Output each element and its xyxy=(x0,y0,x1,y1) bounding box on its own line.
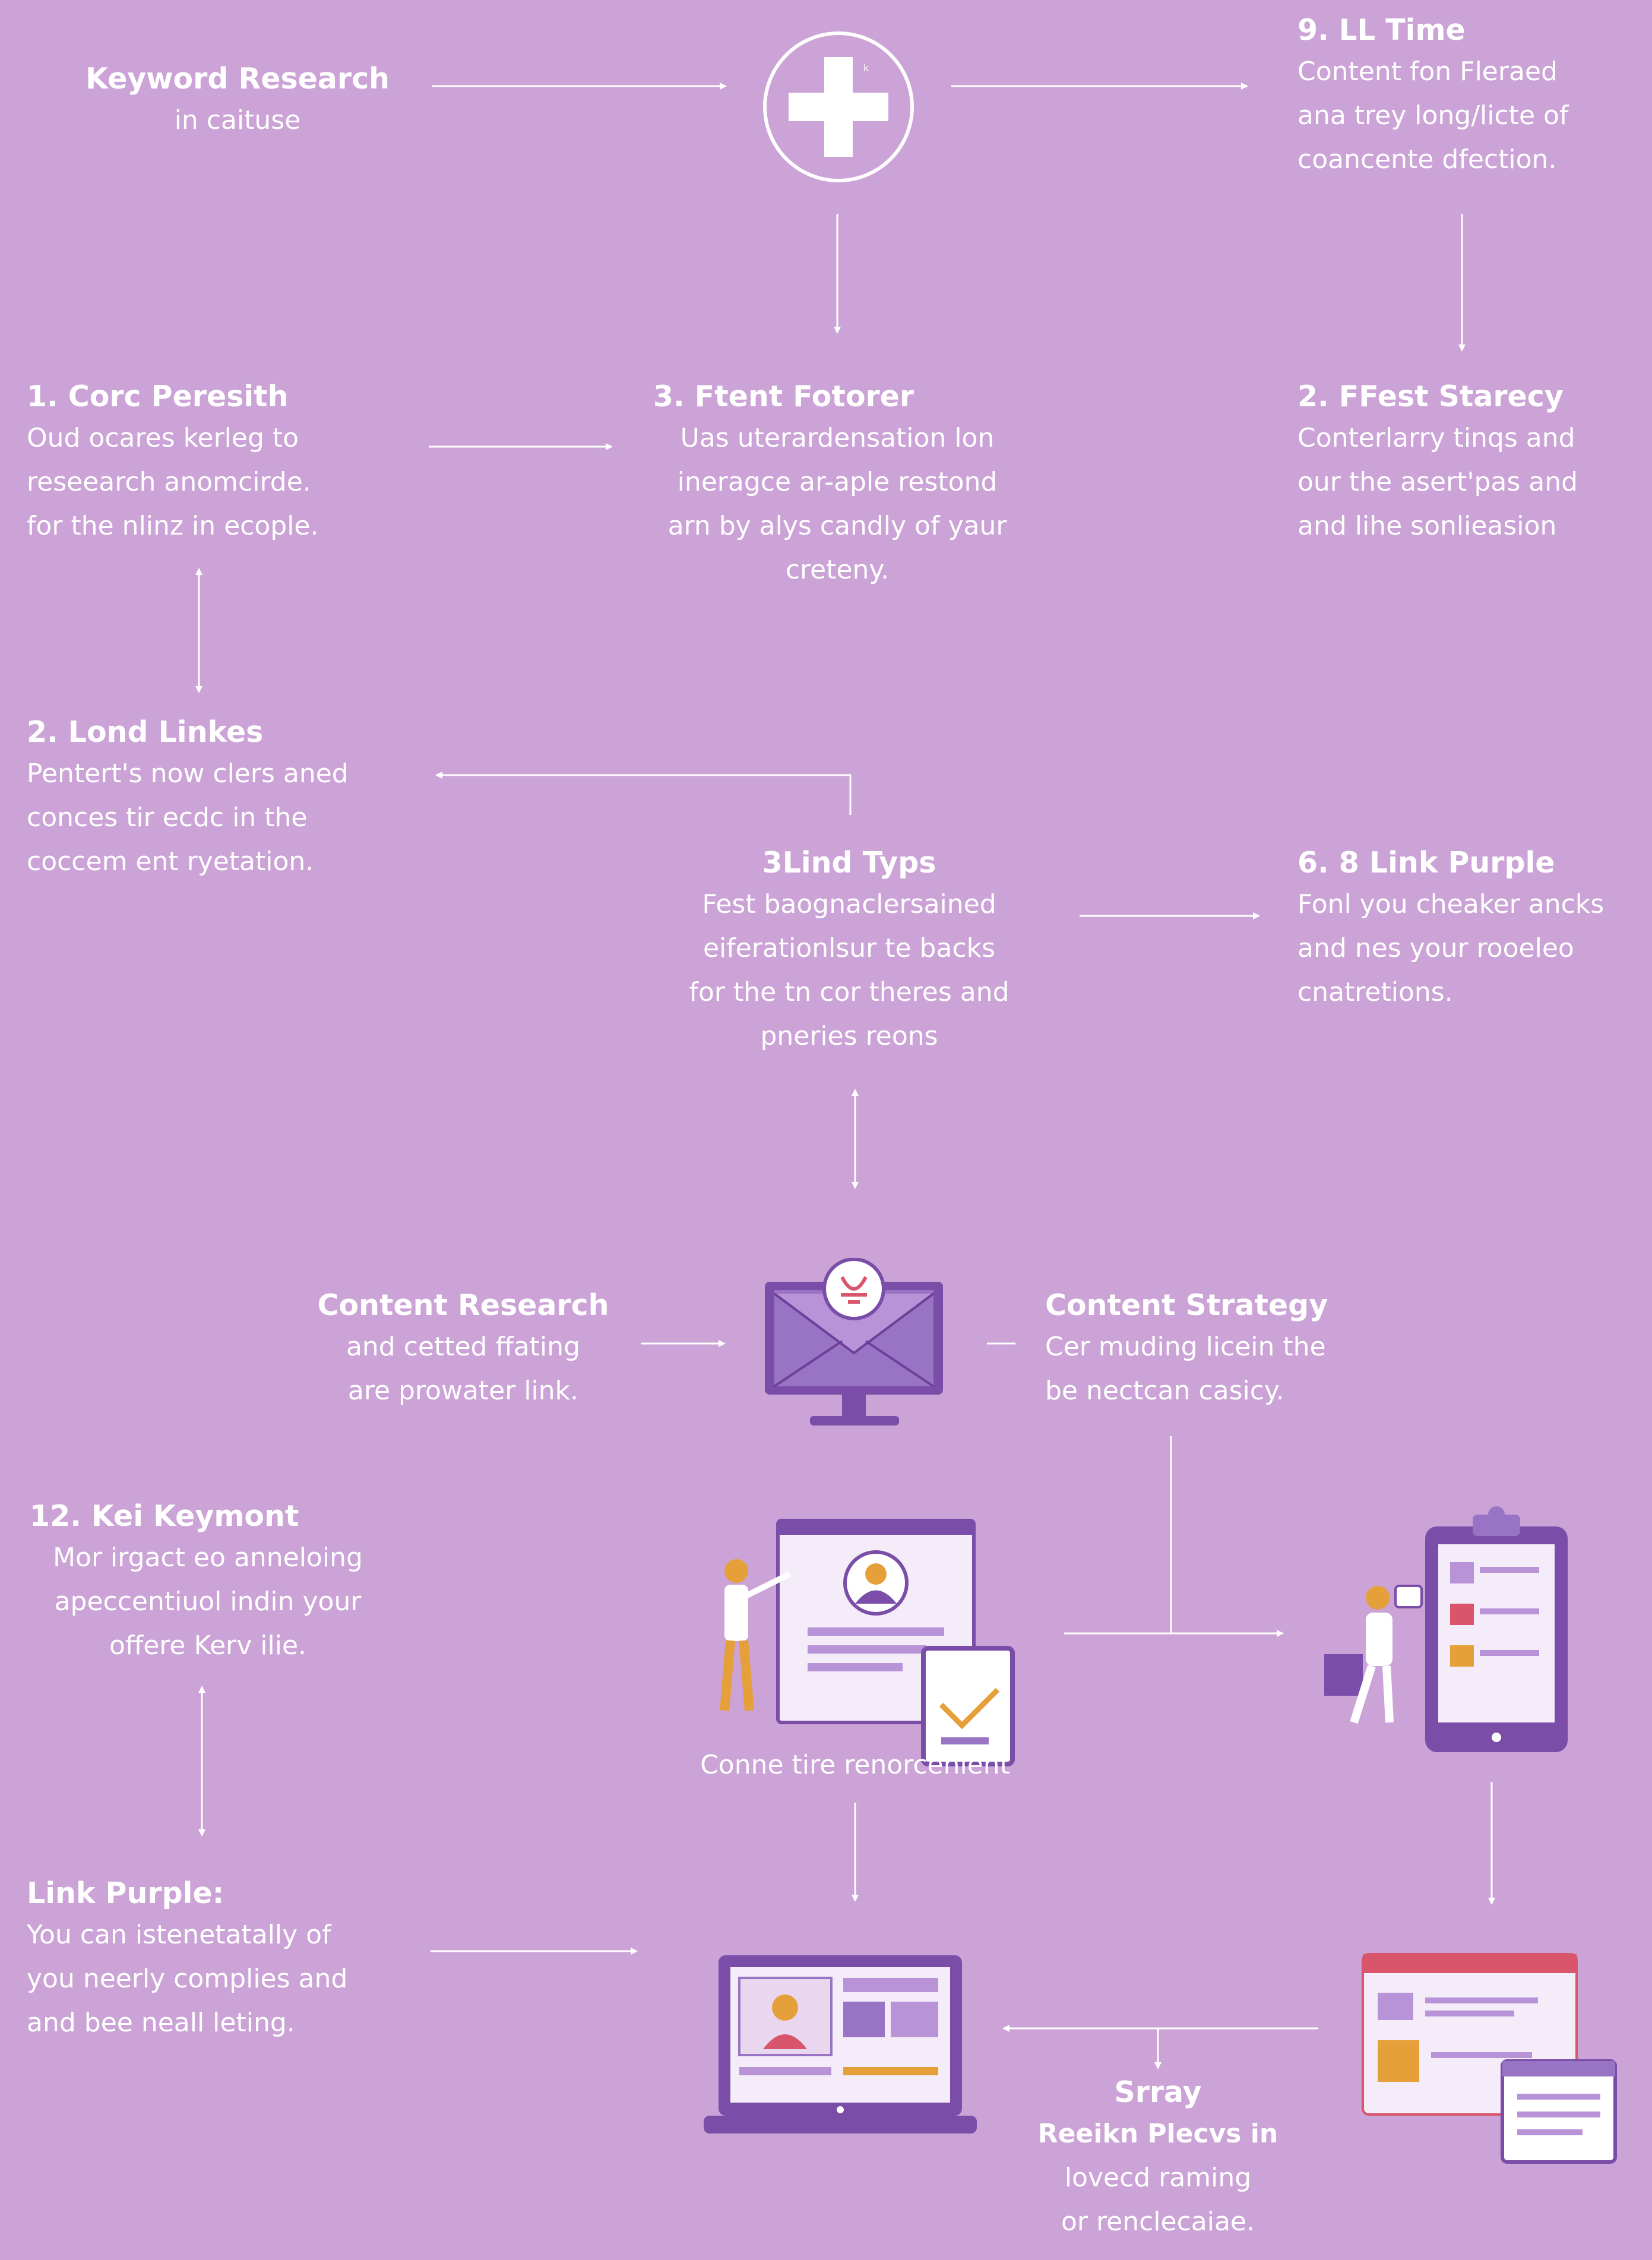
arrow-to-n2b xyxy=(435,772,852,815)
node-line: our the asert'pas and xyxy=(1297,467,1578,497)
node-line: for the nlinz in ecople. xyxy=(27,511,319,541)
node-9: 9. ᒪᒪ Time Content fon Fleraed ana trey … xyxy=(1297,11,1648,182)
node-line: ana trey long/licte of xyxy=(1297,100,1569,131)
node-line: for the tn cor theres and xyxy=(689,977,1009,1007)
node-line: eiferationlsur te backs xyxy=(702,933,996,963)
node-line: you neerly complies and xyxy=(27,1964,348,1994)
presentation-profile-icon xyxy=(720,1519,1015,1766)
node-title: Content Strategy xyxy=(1045,1288,1328,1322)
node-line: and cetted ffating xyxy=(346,1332,581,1362)
node-line: conces tir ecdc in the xyxy=(27,802,308,833)
node-title: Content Research xyxy=(317,1288,609,1322)
node-title: 6. 8 Link Purple xyxy=(1297,846,1555,880)
node-line: be nectcan casicy. xyxy=(1045,1376,1284,1406)
node-line: in caituse xyxy=(174,105,301,135)
node-title: 1. Corc Peresith xyxy=(27,380,289,413)
node-line: Mor irgact eo anneloing xyxy=(53,1543,363,1573)
node-line: Cer muding licein the xyxy=(1045,1332,1326,1362)
node-line: and lihe sonlieasion xyxy=(1297,511,1557,541)
node-line: pneries reons xyxy=(760,1021,938,1051)
node-title: 2. Lond Linkes xyxy=(27,715,264,749)
node-line: Pentert's now clers aned xyxy=(27,758,349,789)
node-title: 12. Kei Keymont xyxy=(30,1499,299,1533)
node-line: lovecd raming xyxy=(1064,2163,1252,2193)
node-title: 3Lind Typs xyxy=(762,846,936,880)
clipboard-tablet-icon xyxy=(1324,1506,1568,1752)
node-bottom: Srray Reeikn Plecvs in lovecd raming or … xyxy=(980,2073,1336,2244)
node-1: 1. Corc Peresith Oud ocares kerleg to re… xyxy=(27,377,407,548)
node-keyword-research: Keyword Research in caituse xyxy=(71,59,404,143)
node-title: 2. FFest Starecy xyxy=(1297,380,1564,413)
node-link-purple: Link Purple: You can istenetatally of yo… xyxy=(27,1874,419,2045)
node-line: are prowater link. xyxy=(347,1376,579,1406)
node-title: Srray xyxy=(1114,2075,1202,2109)
node-connect-caption: Conne tire renorcenient xyxy=(653,1743,1057,1787)
node-title: Keyword Research xyxy=(85,62,390,96)
node-3: 3. Ftent Fotorer Uas uterardensation lon… xyxy=(629,377,1045,592)
node-line: Oud ocares kerleg to xyxy=(27,423,299,453)
node-line: apeccentiuol indin your xyxy=(54,1586,362,1617)
node-3-link-types: 3Lind Typs Fest baognaclersained eiferat… xyxy=(641,843,1057,1058)
node-line: Uas uterardensation lon xyxy=(680,423,995,453)
node-line: coccem ent ryetation. xyxy=(27,846,314,877)
node-line: cnatretions. xyxy=(1297,977,1453,1007)
node-2-strategy: 2. FFest Starecy Conterlarry tinqs and o… xyxy=(1297,377,1648,548)
node-content-research: Content Research and cetted ffating are … xyxy=(297,1286,629,1413)
node-2-links: 2. Lond Linkes Pentert's now clers aned … xyxy=(27,713,431,884)
node-content-strategy: Content Strategy Cer muding licein the b… xyxy=(1045,1286,1401,1413)
node-line: offere Kerv ilie. xyxy=(109,1630,307,1661)
node-title: 9. ᒪᒪ Time xyxy=(1297,13,1466,47)
line-strategy-down xyxy=(1064,1436,1172,1635)
node-6: 6. 8 Link Purple Fonl you cheaker ancks … xyxy=(1297,843,1648,1014)
node-line: creteny. xyxy=(785,555,890,585)
node-line: or renclecaiae. xyxy=(1061,2207,1255,2237)
node-line: Conterlarry tinqs and xyxy=(1297,423,1575,453)
node-line: reseearch anomcirde. xyxy=(27,467,311,497)
node-line: and bee neall leting. xyxy=(27,2008,295,2038)
plus-circle-icon: k xyxy=(763,31,914,182)
node-line: Fonl you cheaker ancks xyxy=(1297,889,1604,919)
svg-text:k: k xyxy=(863,62,869,74)
node-line: Reeikn Plecvs in xyxy=(1037,2119,1278,2149)
node-line: and nes your rooeleo xyxy=(1297,933,1574,963)
video-call-laptop-icon xyxy=(704,1955,977,2133)
node-line: arn by alys candly of yaur xyxy=(667,511,1007,541)
node-line: Fest baognaclersained xyxy=(702,889,996,919)
node-line: You can istenetatally of xyxy=(27,1920,331,1950)
browser-window-icon xyxy=(1362,1953,1617,2164)
node-title: 3. Ftent Fotorer xyxy=(653,380,914,413)
node-12: 12. Kei Keymont Mor irgact eo anneloing … xyxy=(12,1497,404,1668)
node-line: ineragce ar-aple restond xyxy=(677,467,998,497)
node-line: coancente dfection. xyxy=(1297,144,1557,175)
node-line: Content fon Fleraed xyxy=(1297,56,1558,87)
node-title: Link Purple: xyxy=(27,1876,224,1910)
caption-text: Conne tire renorcenient xyxy=(700,1750,1010,1780)
email-monitor-icon xyxy=(765,1258,943,1425)
